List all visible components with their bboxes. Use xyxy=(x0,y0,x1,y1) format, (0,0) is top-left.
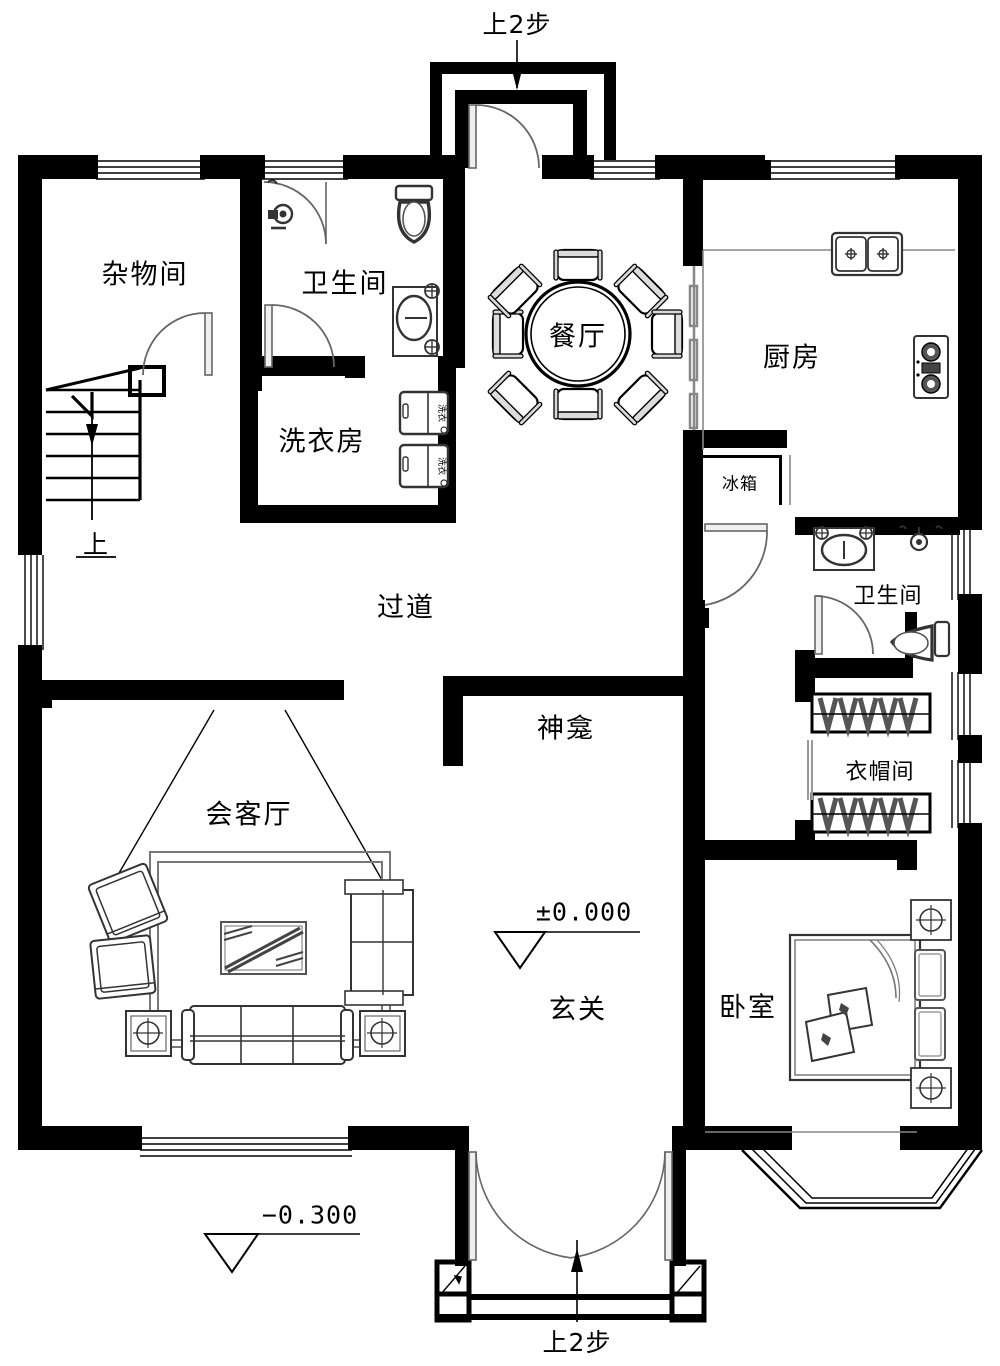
bed xyxy=(788,933,946,1082)
leader-steps-north xyxy=(511,40,523,90)
room-label-living: 会客厅 xyxy=(205,799,293,831)
room-label-fridge: 冰箱 xyxy=(722,474,758,495)
door-bath-east[interactable] xyxy=(814,595,880,655)
room-label-foyer: 玄关 xyxy=(549,994,607,1026)
tv-cabinet xyxy=(344,879,414,1006)
room-label-kitchen: 厨房 xyxy=(763,342,821,374)
annotation-graphics xyxy=(76,40,640,1322)
win-west-upper xyxy=(24,555,44,650)
level-symbol-porch xyxy=(203,1233,360,1274)
porch-corner-marks xyxy=(440,1265,701,1295)
side-table-2 xyxy=(359,1010,406,1057)
door-group xyxy=(142,104,880,1261)
wardrobe-divider xyxy=(807,740,813,800)
thin-outline-group xyxy=(702,249,955,1133)
wardrobe-rail-1 xyxy=(812,694,930,732)
room-label-dining: 餐厅 xyxy=(549,321,607,353)
armchair-1 xyxy=(87,862,169,944)
door-bedroom[interactable] xyxy=(704,523,768,606)
dining-table xyxy=(486,248,684,427)
annotation-level-porch: −0.300 xyxy=(261,1200,359,1230)
win-north-dining xyxy=(590,160,660,180)
sink-double xyxy=(830,231,904,277)
armchair-2 xyxy=(89,934,157,1000)
nightstand-1 xyxy=(910,899,952,941)
door-front-left[interactable] xyxy=(468,1151,573,1261)
nightstand-2 xyxy=(910,1067,952,1109)
bath-east-fixtures xyxy=(813,525,951,662)
win-north-storage xyxy=(96,160,205,180)
shower-north xyxy=(267,179,294,230)
shower-east xyxy=(899,525,943,552)
side-table-1 xyxy=(125,1010,172,1057)
bedroom-furniture xyxy=(788,899,952,1109)
room-label-wardrobe: 衣帽间 xyxy=(845,760,915,785)
room-label-laundry: 洗衣房 xyxy=(278,426,366,458)
coffee-table xyxy=(220,921,307,975)
living-room-furniture xyxy=(87,709,414,1065)
washer-2: 洗衣 xyxy=(398,443,450,489)
annotation-stair-up: 上 xyxy=(82,530,110,559)
win-bay-bedroom xyxy=(741,1139,983,1210)
annotation-steps-south: 上2步 xyxy=(542,1328,612,1357)
annotation-steps-north: 上2步 xyxy=(482,10,552,39)
win-east-bath xyxy=(951,527,971,600)
toilet-east xyxy=(889,620,951,662)
door-storage[interactable] xyxy=(142,312,213,376)
door-back-entry[interactable] xyxy=(468,104,540,169)
sofa xyxy=(181,1005,354,1065)
door-front-right[interactable] xyxy=(568,1151,673,1261)
window-group xyxy=(24,160,971,1157)
door-bath-north[interactable] xyxy=(264,304,335,368)
room-label-bath-east: 卫生间 xyxy=(853,584,923,609)
wardrobe-rail-2 xyxy=(812,794,930,832)
win-north-bath xyxy=(260,160,348,180)
toilet-north xyxy=(394,184,434,244)
basin-east xyxy=(813,526,875,571)
svg-text:洗衣: 洗衣 xyxy=(436,457,448,475)
room-label-corridor: 过道 xyxy=(377,592,435,624)
staircase xyxy=(45,366,142,520)
win-north-kitchen xyxy=(760,160,900,180)
room-label-bedroom: 卧室 xyxy=(719,992,777,1024)
cooktop xyxy=(913,335,949,399)
leader-steps-south xyxy=(571,1240,583,1322)
bath-north-fixtures xyxy=(267,179,440,357)
svg-text:洗衣: 洗衣 xyxy=(436,404,448,422)
wall-group xyxy=(18,62,982,1323)
win-south-living xyxy=(140,1137,352,1157)
room-label-bath-north: 卫生间 xyxy=(301,268,389,300)
room-label-shrine: 神龛 xyxy=(537,713,595,745)
basin-north xyxy=(392,283,440,357)
win-east-wardrobe-2 xyxy=(951,760,971,828)
washer-1: 洗衣 xyxy=(398,390,450,436)
level-symbol-main xyxy=(493,931,640,970)
annotation-level-main: ±0.000 xyxy=(535,897,633,927)
room-label-storage: 杂物间 xyxy=(101,259,189,291)
win-east-wardrobe-1 xyxy=(951,672,971,740)
